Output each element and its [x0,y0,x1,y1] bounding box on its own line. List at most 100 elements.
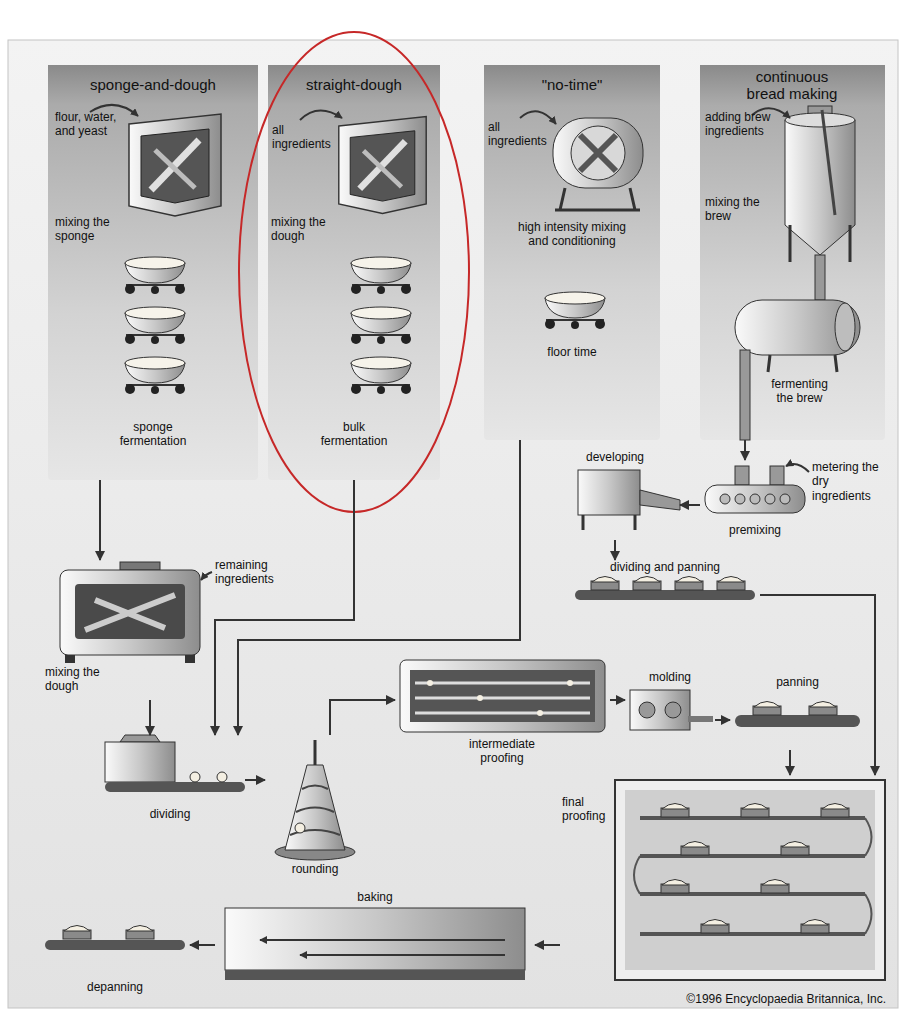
line-machines [120,735,160,742]
line-machines [575,590,755,600]
panel-machines [822,110,835,215]
process-label: fermenting the brew [762,377,837,406]
flow-arrow [245,779,265,781]
panel-machines [351,357,411,394]
process-label: baking [215,890,535,904]
process-label: mixing the sponge [55,215,123,244]
flow-arrow [680,504,700,506]
panel-machines [571,126,625,180]
line-machines [801,920,829,934]
panel-machines [125,307,185,344]
panel-machines [239,32,469,512]
line-machines [578,470,640,515]
flow-arrow [190,944,215,946]
flow-arrow [238,440,520,735]
panel-machines [815,255,825,300]
panel-machines [768,355,837,372]
process-station: baking [215,890,535,990]
line-machines [63,926,91,940]
line-machines [400,660,605,732]
line-machines [821,804,849,818]
line-machines [634,818,872,934]
line-machines [225,970,525,980]
flow-arrow [715,719,730,721]
line-machines [639,702,655,718]
process-label: mixing the dough [45,665,125,694]
line-machines [567,680,573,686]
line-machines [126,926,154,940]
method-panel: straight-doughall ingredientsmixing the … [268,65,440,480]
method-panels [48,65,258,480]
panel-machines [785,113,855,127]
panel-machines [90,32,860,512]
method-panels [48,65,258,105]
line-machines [665,702,681,718]
process-label: rounding [265,862,365,876]
method-panels [700,65,885,440]
line-machines [45,940,185,950]
process-label: flour, water, and yeast [55,110,120,139]
background [8,40,898,1008]
line-machines [688,716,713,722]
panel-machines [740,350,750,440]
line-machines [295,823,305,833]
process-label: developing [570,450,660,464]
line-machines [477,695,483,701]
process-station: developing [570,450,680,540]
line-machines [809,702,837,716]
line-machines [765,494,775,504]
line-machines [675,577,703,591]
flow-arrow [330,700,395,735]
method-panel: continuous bread makingadding brew ingre… [700,65,885,440]
line-machines [217,772,227,782]
line-machines [314,740,317,765]
panel-machines [520,111,556,124]
process-label: intermediate proofing [452,737,552,766]
process-label: panning [730,675,865,689]
panel-machines [735,300,860,355]
line-machines [260,939,505,941]
line-machines [720,494,730,504]
line-machines [780,494,790,504]
line-machines [201,572,212,580]
process-station: mixing the dough [40,560,210,700]
flow-arrow [99,480,101,560]
flow-arrow [149,700,151,735]
panel-machines [300,110,342,120]
input-label: remaining ingredients [215,558,295,587]
line-machines [661,804,689,818]
line-machines [625,790,875,970]
panel-machines [835,303,855,351]
method-panels [484,65,660,105]
line-machines [300,954,505,956]
method-panels [48,65,885,480]
panel-machines [351,307,411,344]
process-station: rounding [265,735,365,880]
line-machines [537,710,543,716]
panel-machines [351,257,411,294]
method-panels [268,65,440,105]
panel-machines [125,357,185,394]
line-machines [640,490,680,510]
flow-arrow [789,750,791,775]
line-machines [225,908,525,970]
process-station: panning [730,675,865,750]
process-label: final proofing [562,795,612,824]
process-label: mixing the dough [271,215,329,244]
panel-heading: continuous bread making [737,69,847,102]
panel-machines [125,257,185,294]
process-label: premixing [705,523,805,537]
copyright-note: ©1996 Encyclopaedia Britannica, Inc. [586,992,886,1006]
panel-machines [555,188,640,210]
process-label: floor time [484,345,660,359]
process-label: high intensity mixing and conditioning [507,220,637,249]
process-station: final proofing [560,775,885,985]
line-machines [781,842,809,856]
panel-machines [339,117,426,214]
line-machines [681,842,709,856]
line-machines [105,782,245,792]
method-panels [700,65,885,105]
